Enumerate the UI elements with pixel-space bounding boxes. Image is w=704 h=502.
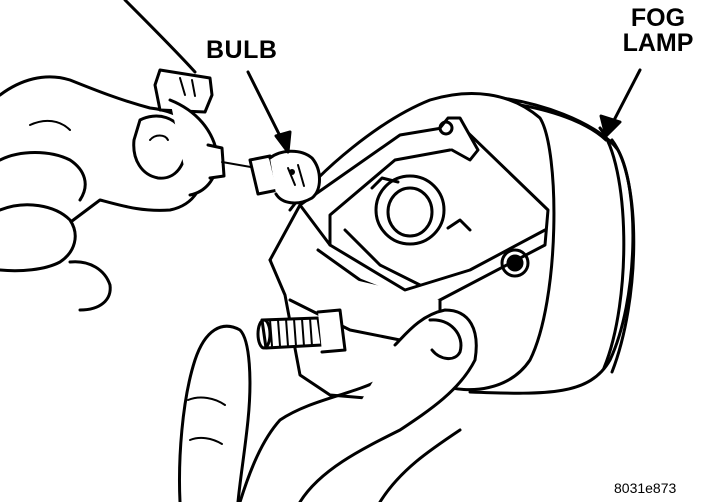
bulb-and-socket [153, 68, 321, 205]
fog-lamp-callout-line2: LAMP [622, 29, 694, 57]
figure-id-code: 8031e873 [614, 480, 677, 496]
fog-lamp-leader-arrow [599, 68, 642, 138]
lower-hand-illustration [178, 308, 478, 502]
fog-lamp-callout-line1: FOG [630, 4, 686, 32]
upper-hand-illustration [0, 0, 207, 312]
fog-lamp-callout-label: FOG LAMP [612, 6, 704, 56]
bulb-callout-label: BULB [206, 36, 278, 64]
fog-lamp-housing [256, 92, 636, 402]
bulb-leader-arrow [246, 70, 292, 154]
